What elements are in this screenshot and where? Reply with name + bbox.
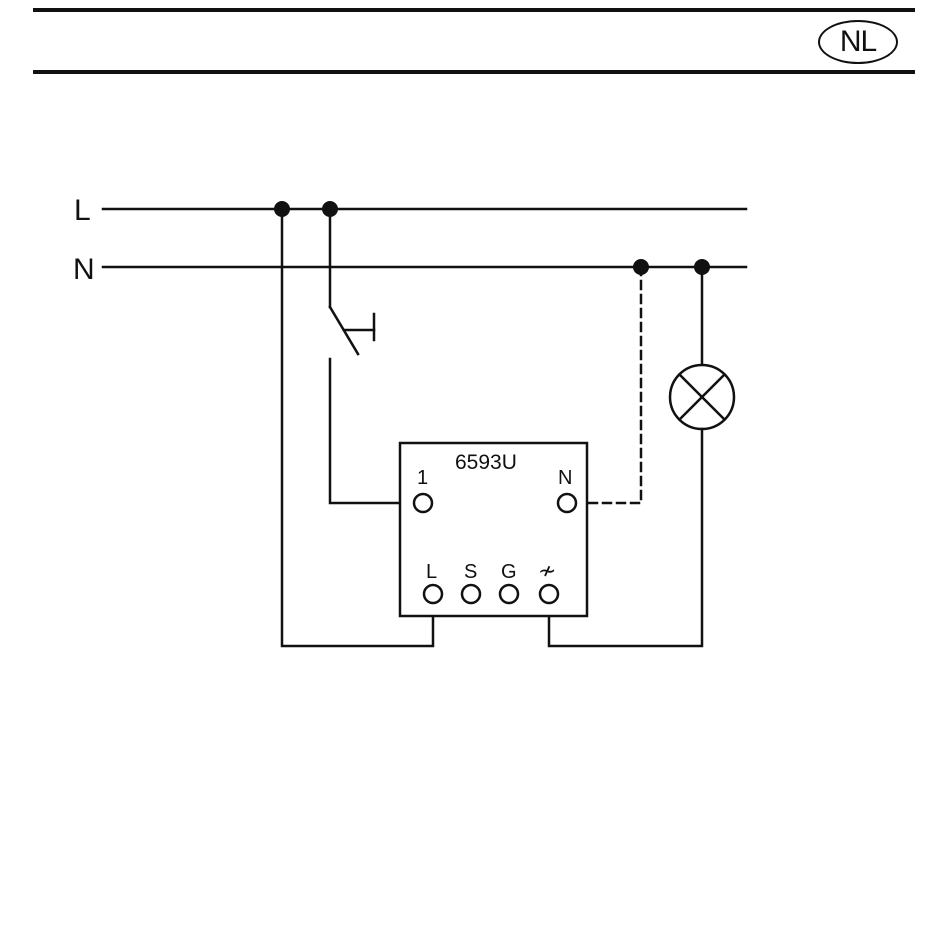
terminal-1-label: 1 [417,467,428,489]
push-button-switch [330,307,374,354]
module-model-label: 6593U [455,451,517,474]
terminal-g-label: G [501,561,517,583]
terminal-l [424,585,442,603]
terminal-s [462,585,480,603]
terminal-dimmer-output-label: ≁ [538,558,556,583]
terminal-n [558,494,576,512]
terminal-s-label: S [464,561,477,583]
terminal-g [500,585,518,603]
junction-dot [322,201,338,217]
neutral-label: N [73,253,95,286]
junction-dot [274,201,290,217]
terminal-l-label: L [426,561,437,583]
lamp [670,365,734,429]
terminal-dimmer-output [540,585,558,603]
live-label: L [74,194,91,227]
junction-dot [694,259,710,275]
terminal-n-label: N [558,467,572,489]
terminal-1 [414,494,432,512]
junction-dot [633,259,649,275]
